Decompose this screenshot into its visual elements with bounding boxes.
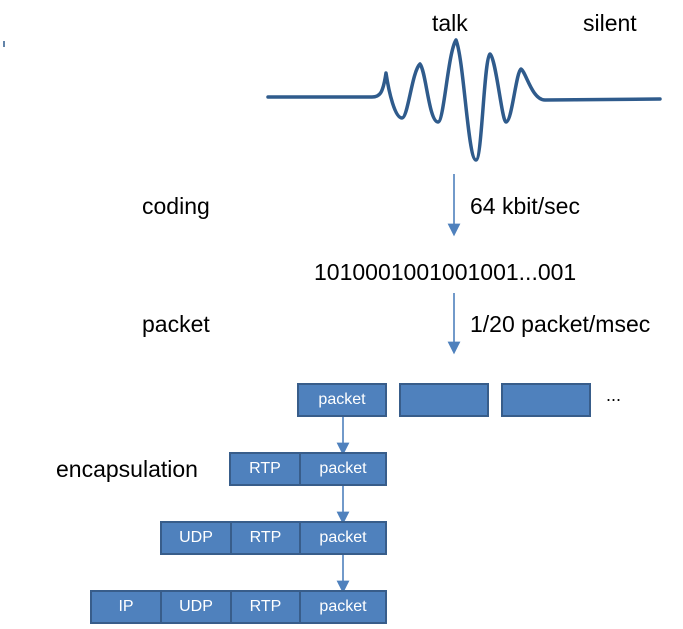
coding-rate-label: 64 kbit/sec xyxy=(470,193,580,219)
ellipsis: ... xyxy=(606,385,622,405)
udp-header-block: UDP xyxy=(160,521,232,555)
rtp-header-block: RTP xyxy=(229,452,301,486)
talk-label: talk xyxy=(432,10,468,36)
ip-row-packet-block: packet xyxy=(299,590,387,624)
packet-step-label: packet xyxy=(142,311,210,337)
packet-rate-label: 1/20 packet/msec xyxy=(470,311,651,337)
rtp-row-packet-block: packet xyxy=(299,452,387,486)
packet-block-empty-1 xyxy=(399,383,489,417)
packet-block: packet xyxy=(297,383,387,417)
coding-label: coding xyxy=(142,193,210,219)
packet-block-empty-2 xyxy=(501,383,591,417)
bitstream-label: 1010001001001001...001 xyxy=(314,259,577,285)
silent-label: silent xyxy=(583,10,637,36)
udp-row-rtp-block: RTP xyxy=(230,521,301,555)
ip-row-udp-block: UDP xyxy=(160,590,232,624)
encapsulation-label: encapsulation xyxy=(56,456,198,482)
ip-header-block: IP xyxy=(90,590,162,624)
udp-row-packet-block: packet xyxy=(299,521,387,555)
speech-waveform xyxy=(266,38,662,162)
ip-row-rtp-block: RTP xyxy=(230,590,301,624)
